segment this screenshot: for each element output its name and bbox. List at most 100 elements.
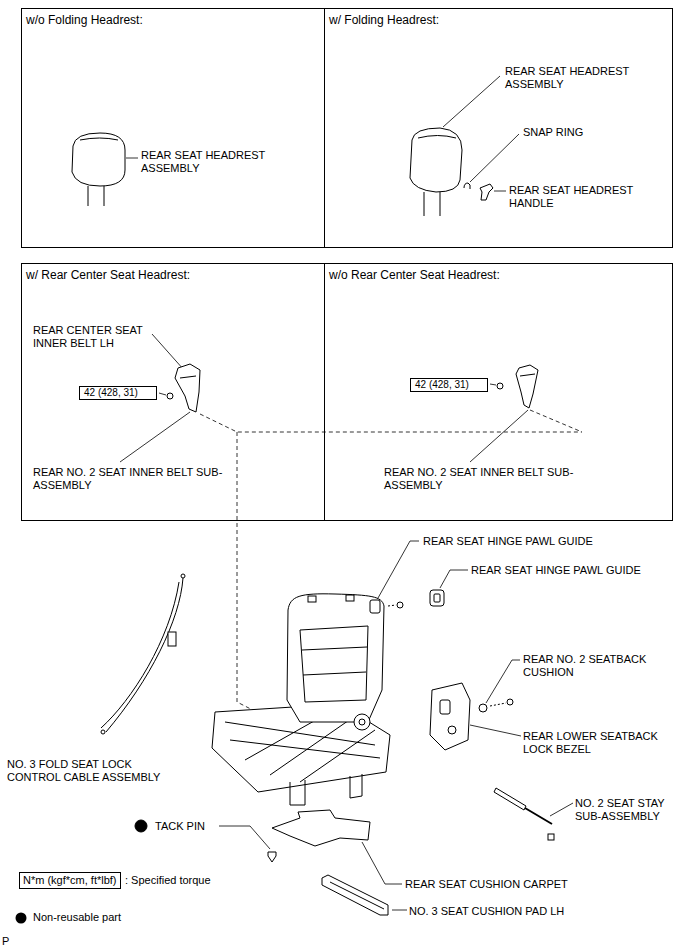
part-label: REAR SEAT HEADREST HANDLE (509, 184, 649, 210)
headrest-folding (440, 192, 441, 216)
hinge-pawl-guide (370, 600, 380, 613)
seat-stay (525, 808, 552, 824)
leader-line (362, 842, 402, 884)
legend-text: Non-reusable part (33, 911, 121, 924)
variant-panel: w/ Folding Headrest: (324, 8, 673, 248)
cable (106, 578, 183, 732)
lock-bezel (479, 704, 487, 712)
leader-line (486, 660, 520, 703)
seat (308, 596, 316, 602)
leader-line (470, 410, 528, 462)
part-label: SNAP RING (523, 126, 583, 139)
headrest-plain (72, 133, 125, 186)
seat-belt (180, 376, 196, 378)
cushion-carpet (272, 810, 370, 846)
seat (225, 722, 375, 745)
part-label: TACK PIN (155, 820, 205, 833)
panel-heading: w/ Rear Center Seat Headrest: (26, 268, 320, 282)
seat (302, 647, 367, 650)
seat-belt (167, 393, 173, 399)
part-label: REAR SEAT HEADREST ASSEMBLY (505, 65, 645, 91)
part-label: REAR NO. 2 SEAT INNER BELT SUB-ASSEMBLY (33, 466, 223, 492)
seat-stay (494, 788, 526, 810)
tack-pin (135, 820, 276, 862)
seat (346, 595, 354, 601)
seat (300, 626, 368, 702)
part-label: REAR SEAT HEADREST ASSEMBLY (141, 149, 281, 175)
lock-bezel (448, 726, 456, 734)
part-label: NO. 2 SEAT STAY SUB-ASSEMBLY (575, 797, 680, 823)
torque-value: N*m (kgf*cm, ft*lbf) (23, 874, 117, 887)
hinge-pawl-guide (370, 590, 444, 613)
headrest-plain (104, 186, 105, 206)
tack-pin (135, 820, 147, 832)
headrest-folding (410, 128, 462, 192)
headrest-folding (480, 184, 493, 200)
part-label: REAR NO. 2 SEATBACK CUSHION (523, 653, 648, 679)
hinge-pawl-guide (430, 590, 444, 606)
seat (212, 594, 390, 805)
seat (303, 672, 366, 675)
seat (354, 714, 370, 730)
seat (350, 774, 362, 798)
cable (181, 574, 185, 578)
leader-line (120, 412, 190, 462)
part-label: REAR CENTER SEAT INNER BELT LH (33, 324, 158, 350)
seat (287, 594, 384, 722)
part-label: REAR SEAT CUSHION CARPET (405, 878, 568, 891)
variant-panel: w/o Folding Headrest: (21, 8, 325, 248)
leader-line (494, 191, 506, 192)
lock-bezel (440, 700, 450, 714)
cable (168, 632, 176, 646)
headrest-folding (418, 136, 456, 139)
leader-line (219, 826, 270, 849)
seat (270, 716, 355, 775)
cable (101, 574, 185, 734)
cushion-pad (322, 875, 388, 915)
part-label: NO. 3 SEAT CUSHION PAD LH (409, 905, 564, 918)
leader-line (159, 393, 166, 395)
seat-belt (520, 374, 535, 376)
leader-line (470, 725, 521, 736)
seat-belt (175, 364, 200, 412)
legend-note: : Specified torque (125, 874, 211, 887)
seat (300, 730, 375, 782)
leader-line (470, 134, 519, 182)
seat-belt (497, 383, 503, 389)
legend-swatch (15, 912, 27, 924)
variant-panel: w/o Rear Center Seat Headrest:42 (428, 3… (324, 263, 673, 521)
leader-line (378, 541, 419, 598)
panel-heading: w/o Rear Center Seat Headrest: (329, 268, 668, 282)
seat-belt (167, 364, 538, 412)
leader-line (490, 384, 496, 385)
hinge-pawl-guide (434, 594, 440, 602)
dashed-line (200, 414, 582, 432)
seat (290, 780, 305, 805)
leader-line (440, 570, 468, 588)
cushion-carpet (272, 810, 370, 846)
lock-bezel (490, 703, 506, 706)
torque-box: 42 (428, 31) (79, 386, 157, 400)
panel-heading: w/ Folding Headrest: (329, 13, 668, 27)
tack-pin (268, 852, 276, 862)
part-label: REAR SEAT HINGE PAWL GUIDE (423, 535, 593, 548)
lock-bezel (430, 683, 470, 750)
leader-line (152, 334, 184, 370)
torque-legend-box: N*m (kgf*cm, ft*lbf) (19, 872, 121, 889)
leader-line (120, 76, 573, 910)
leader-line (392, 910, 407, 911)
seat-belt (516, 365, 538, 408)
cable (101, 582, 179, 728)
cable (101, 730, 105, 734)
headrest-plain (72, 133, 125, 206)
seat-stay (494, 788, 554, 840)
hinge-pawl-guide (388, 605, 396, 606)
part-label: REAR LOWER SEATBACK LOCK BEZEL (523, 730, 663, 756)
page-mark: P (2, 935, 9, 948)
part-label: REAR SEAT HINGE PAWL GUIDE (471, 564, 641, 577)
headrest-plain (80, 138, 118, 140)
seat-stay (548, 834, 554, 840)
torque-value: 42 (428, 31) (84, 387, 152, 399)
part-label: NO. 3 FOLD SEAT LOCK CONTROL CABLE ASSEM… (7, 758, 179, 784)
